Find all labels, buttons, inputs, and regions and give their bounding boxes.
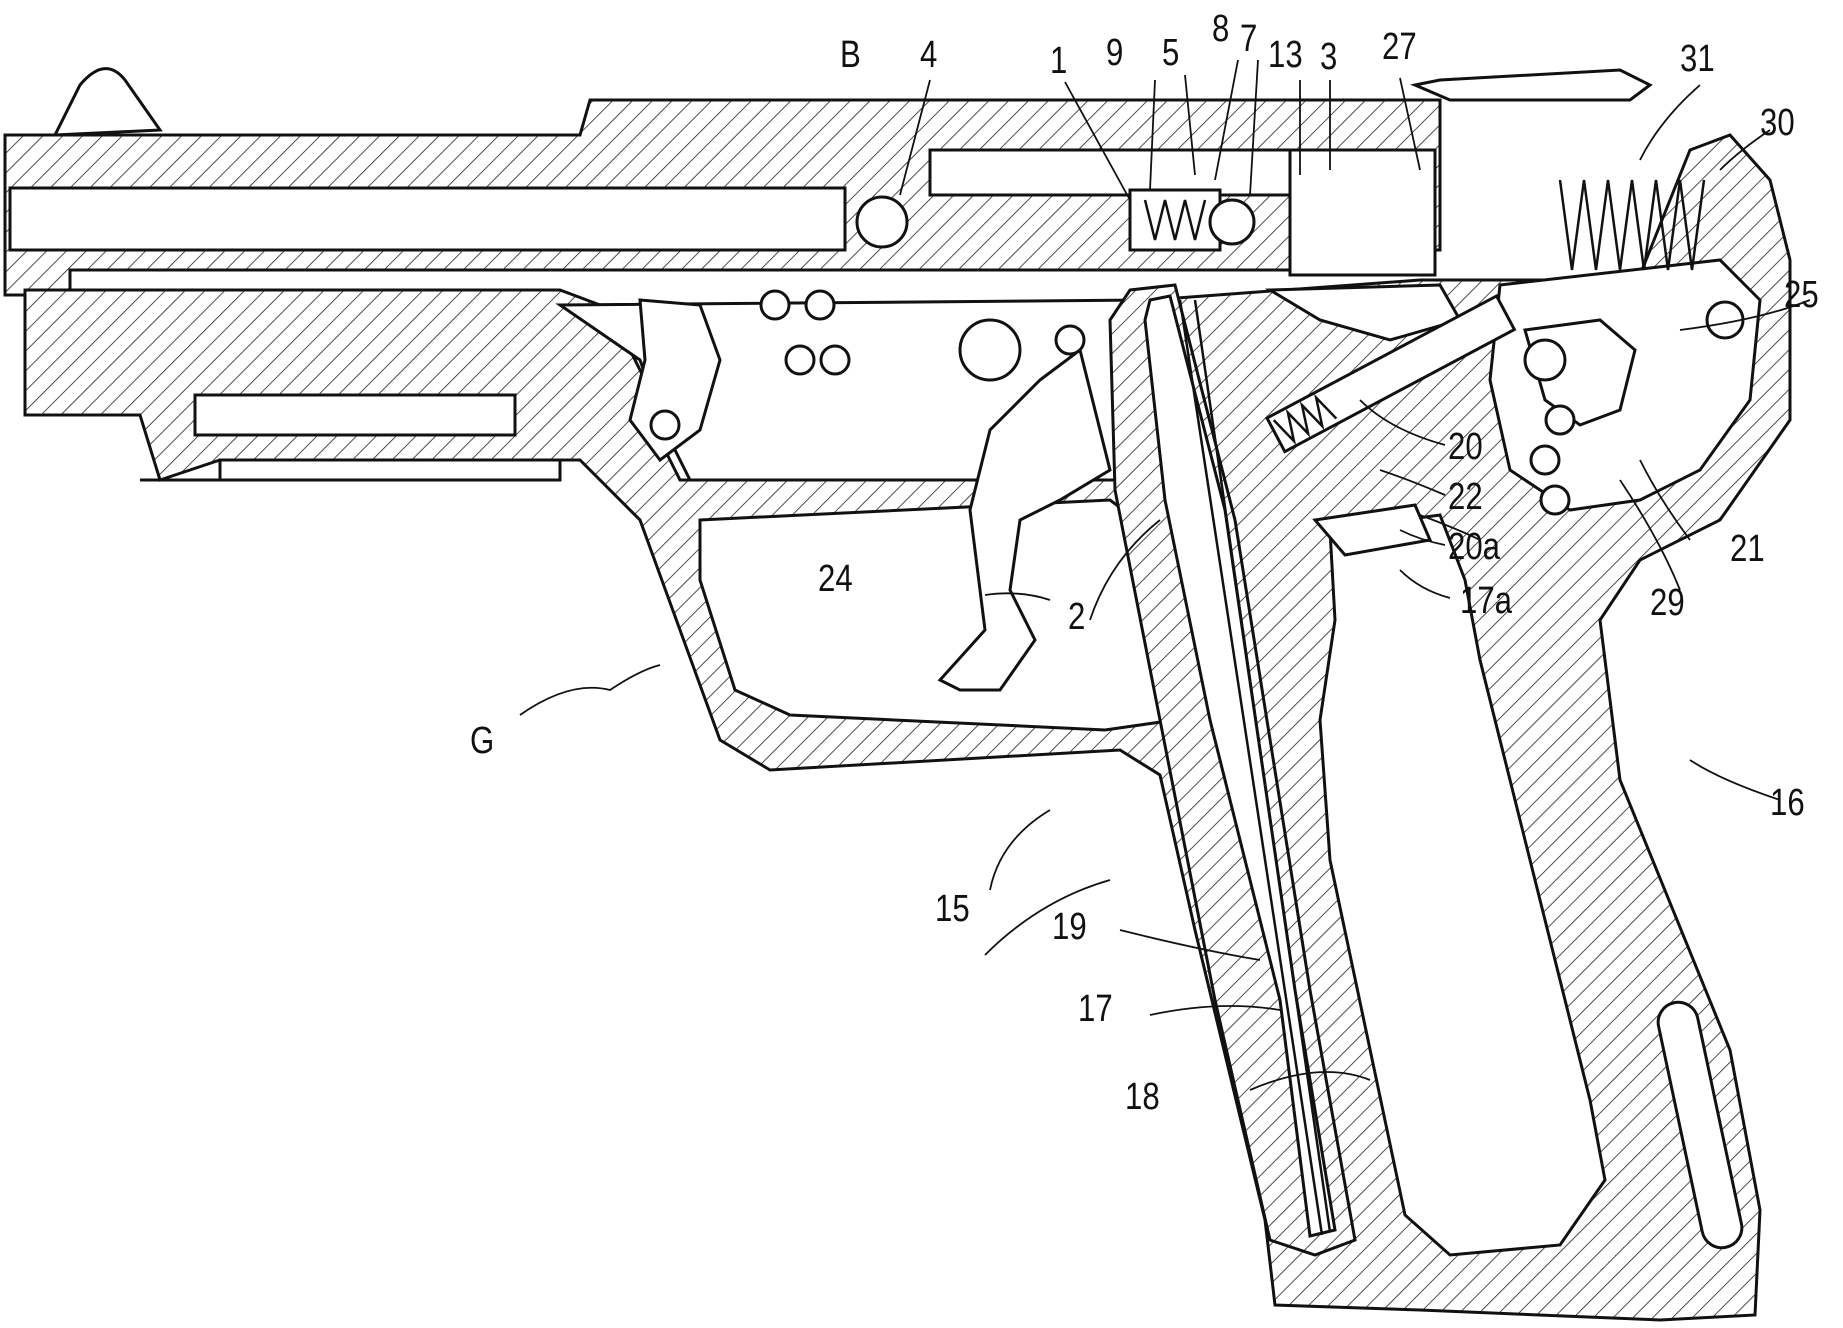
label-27: 27 xyxy=(1382,26,1417,68)
label-31: 31 xyxy=(1680,38,1715,80)
label-2: 2 xyxy=(1068,596,1086,638)
label-18: 18 xyxy=(1125,1076,1160,1118)
ball-valve xyxy=(1208,198,1256,246)
hammer-spring xyxy=(1558,179,1706,271)
label-21: 21 xyxy=(1730,528,1765,570)
label-1: 1 xyxy=(1050,40,1068,82)
label-25: 25 xyxy=(1784,274,1819,316)
label-8: 8 xyxy=(1212,8,1230,50)
label-17: 17 xyxy=(1078,988,1113,1030)
label-30: 30 xyxy=(1760,102,1795,144)
label-17a: 17a xyxy=(1460,580,1512,622)
label-15: 15 xyxy=(935,888,970,930)
label-19: 19 xyxy=(1052,906,1087,948)
label-20a: 20a xyxy=(1448,526,1500,568)
label-3: 3 xyxy=(1320,36,1338,78)
label-G: G xyxy=(470,720,495,762)
gas-cartridge xyxy=(1318,513,1607,1257)
barrel xyxy=(8,186,847,252)
label-29: 29 xyxy=(1650,582,1685,624)
label-20: 20 xyxy=(1448,426,1483,468)
label-22: 22 xyxy=(1448,476,1483,518)
label-7: 7 xyxy=(1240,18,1258,60)
label-4: 4 xyxy=(920,34,938,76)
label-5: 5 xyxy=(1162,32,1180,74)
rear-sight xyxy=(1409,68,1653,102)
label-13: 13 xyxy=(1268,34,1303,76)
label-16: 16 xyxy=(1770,782,1805,824)
label-9: 9 xyxy=(1106,32,1124,74)
label-B: B xyxy=(840,34,861,76)
ball-B xyxy=(855,195,909,249)
front-sight xyxy=(52,67,163,137)
label-24: 24 xyxy=(818,558,853,600)
trigger xyxy=(937,347,1112,692)
trigger-guard-opening xyxy=(698,498,1177,732)
